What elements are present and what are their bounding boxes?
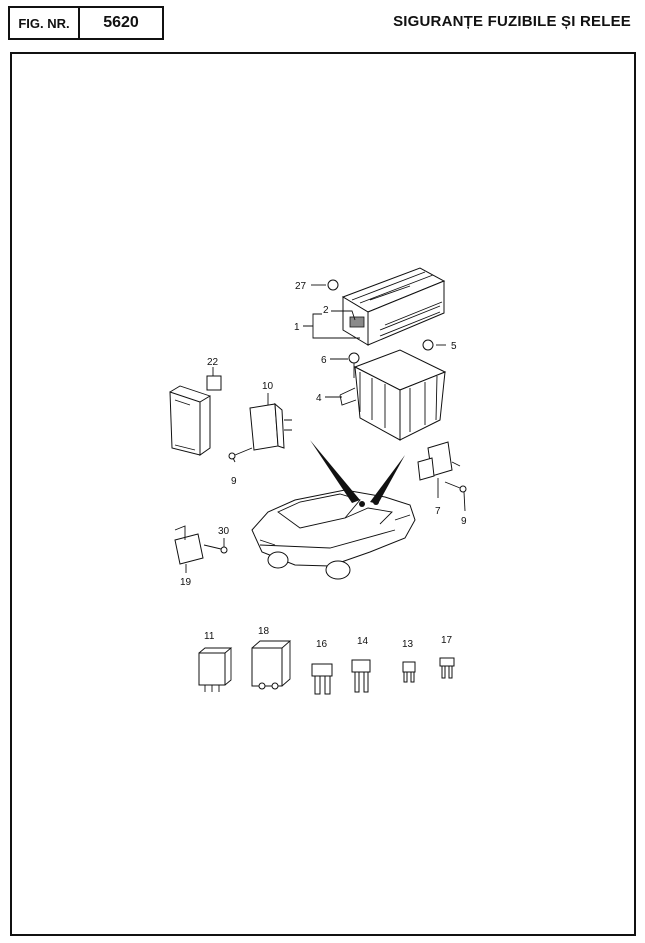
relay-11 (198, 647, 233, 692)
location-dot-1 (359, 501, 365, 507)
control-module-10 (249, 402, 292, 451)
fuse-16 (311, 663, 333, 695)
callout-6: 6 (321, 355, 327, 366)
bolt-6 (348, 352, 360, 378)
callout-30: 30 (218, 526, 230, 537)
diagram-frame (10, 52, 636, 936)
callout-9-left: 9 (231, 476, 237, 487)
callout-9-right: 9 (461, 516, 467, 527)
relay-18 (251, 640, 292, 690)
fuse-14 (351, 659, 371, 693)
screw-9-left (228, 447, 253, 460)
fuse-box-cover (341, 267, 446, 346)
location-dot-2 (373, 499, 379, 505)
fuse-17 (439, 657, 455, 679)
cap-5 (422, 339, 434, 351)
relay-bracket-22 (169, 375, 222, 456)
callout-14: 14 (357, 636, 369, 647)
leader-lines (185, 284, 466, 573)
page-title: SIGURANȚE FUZIBILE ȘI RELEE (393, 13, 631, 30)
callout-19: 19 (180, 577, 192, 588)
relay-7 (417, 441, 461, 481)
callout-13: 13 (402, 639, 414, 650)
callout-4: 4 (316, 393, 322, 404)
callout-5: 5 (451, 341, 457, 352)
location-arrow-left (310, 440, 360, 503)
location-arrow-right (370, 455, 405, 504)
relay-19 (174, 525, 204, 565)
fuse-box-housing (339, 349, 447, 441)
callout-22: 22 (207, 357, 219, 368)
callout-11: 11 (204, 631, 215, 642)
callout-7: 7 (435, 506, 441, 517)
callout-2: 2 (323, 305, 329, 316)
screw-9-right (444, 481, 467, 493)
car-illustration (251, 489, 416, 580)
screw-30 (203, 544, 228, 554)
callout-16: 16 (316, 639, 328, 650)
callout-1: 1 (294, 322, 300, 333)
callout-10: 10 (262, 381, 274, 392)
callout-27: 27 (295, 281, 307, 292)
cap-27 (327, 279, 339, 291)
fig-number: 5620 (78, 6, 164, 40)
fuse-13 (402, 661, 416, 683)
callout-18: 18 (258, 626, 270, 637)
callout-17: 17 (441, 635, 453, 646)
